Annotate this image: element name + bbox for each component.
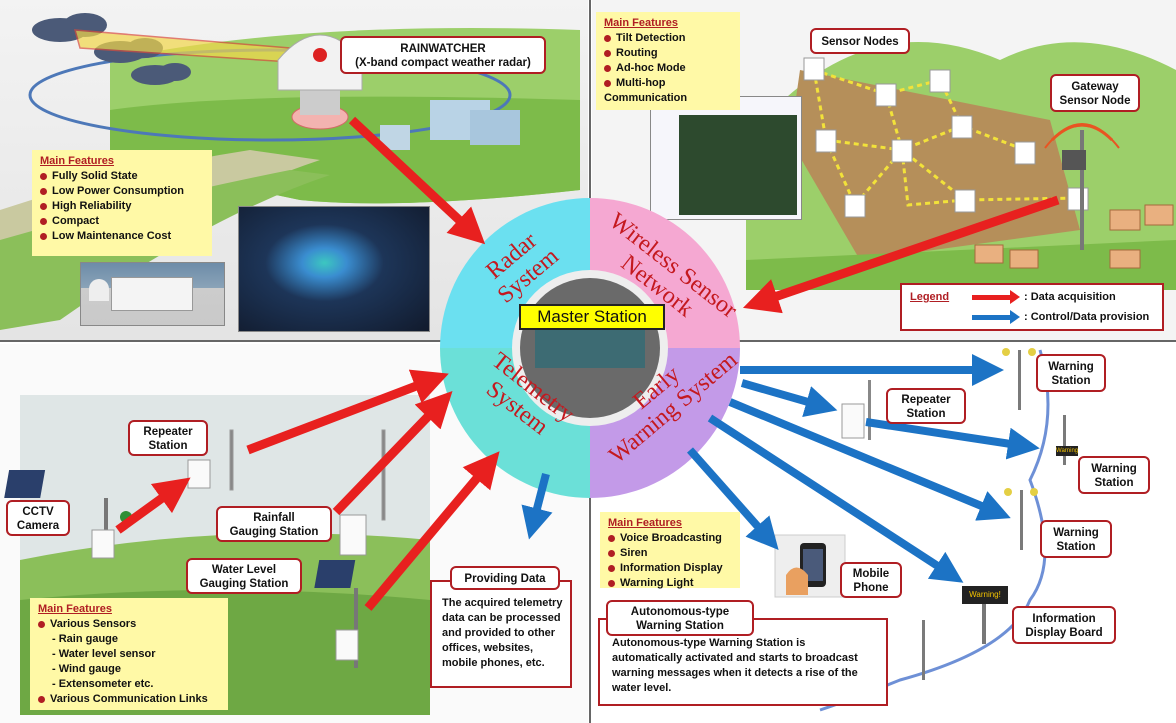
warning-station-1-callout: Warning Station [1036,354,1106,392]
feature-item: Various Sensors [38,617,220,632]
waterlevel-callout: Water Level Gauging Station [186,558,302,594]
truck-dome [89,279,109,301]
gateway-callout: Gateway Sensor Node [1050,74,1140,112]
control-room-screens [535,328,645,368]
telemetry-features-list: Various Sensors - Rain gauge - Water lev… [38,617,220,707]
warning3-arrow [728,398,1011,521]
feature-item: Various Communication Links [38,692,220,707]
feature-item: Fully Solid State [40,169,204,184]
legend-blue-arrow-icon [972,315,1012,320]
station-box-icons [91,429,386,661]
info-board-callout: Information Display Board [1012,606,1116,644]
ews-features-title: Main Features [608,517,682,529]
warning-pole-icons [922,350,1066,680]
house-icons [974,204,1174,269]
gateway-tower-icon [1044,123,1120,250]
cctv-arrow [115,477,191,534]
legend-title: Legend [910,291,950,303]
wsn-features-title: Main Features [604,17,678,29]
feature-subitem: - Wind gauge [52,663,121,675]
master-station-label: Master Station [519,304,665,330]
feature-subitem: - Water level sensor [52,648,156,660]
feature-item: Routing [604,46,732,61]
providing-arrow [521,472,553,540]
feature-item: Tilt Detection [604,31,732,46]
screen-map [679,115,797,215]
radar-arrow [348,116,486,245]
rainfall-callout: Rainfall Gauging Station [216,506,332,542]
wsn-features: Main Features Tilt Detection Routing Ad-… [596,12,740,110]
warning-station-3-callout: Warning Station [1040,520,1112,558]
legend-blue-arrowhead-icon [1010,310,1020,324]
truck-body [111,277,193,311]
wsn-features-list: Tilt Detection Routing Ad-hoc Mode Multi… [604,31,732,106]
mobile-phone-icon [774,534,846,598]
repeater-warn2-arrow [865,418,1040,460]
feature-item: Low Power Consumption [40,184,204,199]
feature-item: Warning Light [608,576,732,591]
legend-red-arrowhead-icon [1010,290,1020,304]
feature-item: Multi-hop Communication [604,77,688,104]
feature-item: High Reliability [40,199,204,214]
warning-sign-label: Warning [1056,446,1079,456]
repeater-mast-icon [868,380,871,440]
info-board-sign: Warning! [962,586,1008,604]
radar-features: Main Features Fully Solid State Low Powe… [32,150,212,256]
info-board-post [982,604,986,644]
infoboard-arrow [707,414,964,583]
sensor-node-icons [803,57,1089,218]
repeater-arrow [246,369,449,455]
providing-data-title: Providing Data [450,566,560,590]
waterlevel-arrow [364,451,500,611]
feature-item: Compact [40,214,204,229]
solar-panel-icon [4,470,358,668]
radar-features-list: Fully Solid State Low Power Consumption … [40,169,204,244]
feature-item: Siren [608,546,732,561]
sensor-mesh [812,68,1079,208]
rainwatcher-callout: RAINWATCHER (X-band compact weather rada… [340,36,546,74]
autonomous-text: Autonomous-type Warning Station is autom… [612,637,858,694]
repeater-callout: Repeater Station [128,420,208,456]
autonomous-title: Autonomous-type Warning Station [606,600,754,636]
telemetry-features-title: Main Features [38,603,112,615]
mobile-arrow [687,447,779,550]
ews-repeater-callout: Repeater Station [886,388,966,424]
legend-red-arrow-icon [972,295,1012,300]
sensor-nodes-callout: Sensor Nodes [810,28,910,54]
providing-data-text: The acquired telemetry data can be proce… [442,597,563,669]
mobile-phone-callout: Mobile Phone [840,562,902,598]
warning-station-2-callout: Warning Station [1078,456,1150,494]
radar-map-image [238,206,430,332]
cctv-callout: CCTV Camera [6,500,70,536]
ews-features-list: Voice Broadcasting Siren Information Dis… [608,531,732,591]
ews-features: Main Features Voice Broadcasting Siren I… [600,512,740,591]
legend-acquisition: : Data acquisition [1024,291,1116,303]
gateway-arrow [742,195,1060,314]
feature-item: Information Display [608,561,732,576]
rainfall-arrow [332,391,453,516]
legend-control: : Control/Data provision [1024,311,1150,323]
repeater-box-icon [841,403,865,439]
telemetry-features: Main Features Various Sensors - Rain gau… [30,598,228,710]
feature-item: Voice Broadcasting [608,531,732,546]
feature-subitem: - Extensometer etc. [52,678,154,690]
repeater-ews-arrow [740,379,838,417]
feature-subitem: - Rain gauge [52,633,119,645]
feature-item: Ad-hoc Mode [604,61,732,76]
feature-item: Low Maintenance Cost [40,229,204,244]
speaker-icons [1002,348,1038,496]
legend: Legend : Data acquisition : Control/Data… [900,283,1164,331]
radar-features-title: Main Features [40,155,114,167]
monitoring-screen-image [650,96,802,220]
radar-truck-image [80,262,225,326]
